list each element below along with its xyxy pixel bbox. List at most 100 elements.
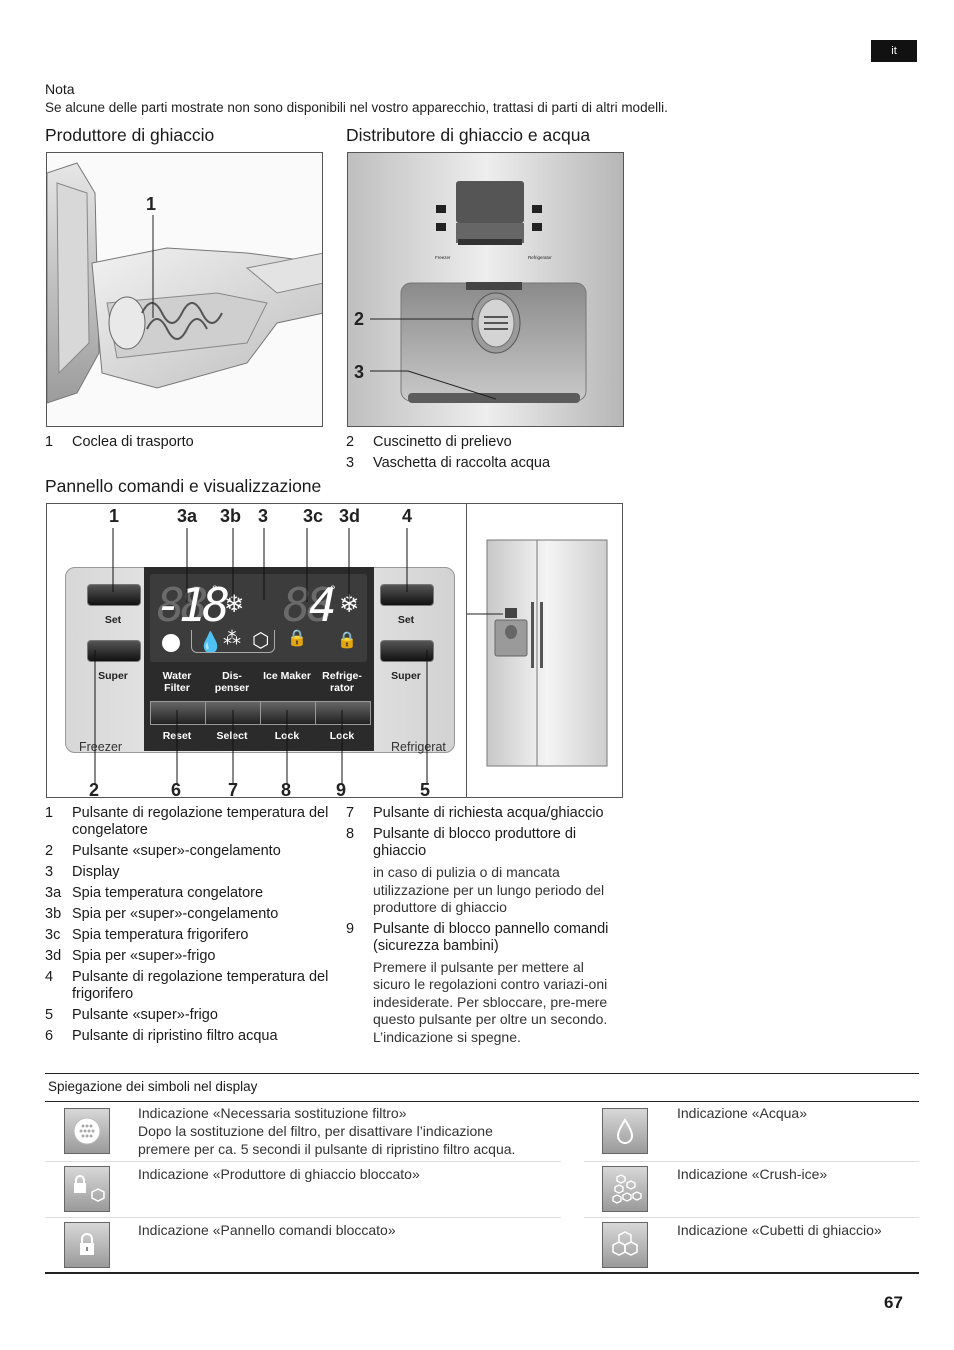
- legend-item: 7 Pulsante di richiesta acqua/ghiaccio: [346, 805, 616, 822]
- caption-number: 1: [45, 434, 54, 450]
- legend-text: Spia per «super»-congelamento: [72, 906, 279, 922]
- select-label: Select: [216, 730, 248, 742]
- fridge-temp-ghost: 88: [283, 578, 334, 632]
- ice-maker-lock-button[interactable]: [260, 701, 316, 725]
- legend-text: Pulsante di richiesta acqua/ghiaccio: [373, 805, 604, 821]
- freezer-super-button[interactable]: [87, 640, 141, 662]
- ice-cubes-description: Indicazione «Cubetti di ghiaccio»: [677, 1222, 882, 1238]
- ice-cubes-icon: ⬡: [252, 630, 270, 652]
- legend-item: 3a Spia temperatura congelatore: [45, 885, 335, 902]
- ice-maker-figure: [46, 152, 323, 427]
- panel-lock-button[interactable]: [315, 701, 371, 725]
- fridge-super-indicator: ❄: [339, 591, 360, 618]
- legend-text: Spia temperatura congelatore: [72, 885, 264, 901]
- legend-number: 8: [346, 826, 355, 842]
- ice-maker-illustration: [47, 153, 322, 426]
- legend-number: 2: [45, 843, 54, 859]
- legend-text: Pulsante di blocco pannello comandi (sic…: [373, 920, 609, 954]
- callout-3: 3: [258, 506, 269, 526]
- legend-number: 6: [45, 1028, 54, 1044]
- dispenser-callout-3: 3: [354, 362, 365, 382]
- reset-button[interactable]: [150, 701, 206, 725]
- fridge-super-label: Super: [391, 670, 421, 682]
- dispenser-panel-refrigerator: Refrigerator: [528, 255, 552, 260]
- freezer-super-label: Super: [98, 670, 128, 682]
- callout-6: 6: [171, 780, 182, 798]
- caption-text: Vaschetta di raccolta acqua: [373, 455, 551, 471]
- legend-number: 3c: [45, 927, 61, 943]
- freezer-temp-display: -18: [155, 578, 230, 632]
- callout-2: 2: [89, 780, 100, 798]
- ice-maker-lock-icon: [64, 1166, 110, 1212]
- note-title: Nota: [45, 81, 75, 97]
- freezer-set-button[interactable]: [87, 584, 141, 606]
- filter-icon: [64, 1108, 110, 1154]
- legend-number: 3: [45, 864, 54, 880]
- caption-number: 2: [346, 434, 355, 450]
- fridge-set-label: Set: [397, 614, 415, 626]
- freezer-temp-ghost: 88: [157, 578, 208, 632]
- legend-number: 5: [45, 1007, 54, 1023]
- row-divider: [45, 1217, 561, 1218]
- ice-maker-lock-description: Indicazione «Produttore di ghiaccio bloc…: [138, 1166, 420, 1182]
- legend-subtext: in caso di pulizia o di mancata utilizza…: [373, 864, 605, 915]
- ice-maker-callout-1: 1: [146, 194, 157, 214]
- legend-number: 3a: [45, 885, 62, 901]
- fridge-temp-display: 4: [309, 578, 337, 632]
- dispenser-panel-freezer: Freezer: [435, 255, 451, 260]
- callout-5: 5: [420, 780, 431, 798]
- legend-number: 3d: [45, 948, 62, 964]
- panel-lock-icon: 🔒: [337, 632, 357, 649]
- symbols-bottom-rule: [45, 1272, 919, 1274]
- crush-ice-description: Indicazione «Crush-ice»: [677, 1166, 828, 1182]
- legend-text: Spia temperatura frigorifero: [72, 927, 249, 943]
- ice-cubes-icon: [602, 1222, 648, 1268]
- fridge-illustration: [467, 539, 608, 767]
- symbols-header-rule: [45, 1101, 919, 1102]
- water-drop-icon: [602, 1108, 648, 1154]
- callout-3d: 3d: [339, 506, 361, 526]
- callout-1: 1: [109, 506, 120, 526]
- row-divider: [584, 1161, 919, 1162]
- callout-4: 4: [402, 506, 413, 526]
- freezer-set-label: Set: [104, 614, 122, 626]
- legend-text: Pulsante «super»-frigo: [72, 1007, 218, 1023]
- legend-number: 1: [45, 805, 54, 821]
- callout-3a: 3a: [177, 506, 198, 526]
- control-panel-figure: 88 -18 ° ❄ 88 4 ° ❄ 💧 ⁂ ⬡ 🔒 🔒 Set Super …: [46, 503, 623, 798]
- legend-item: 6 Pulsante di ripristino filtro acqua: [45, 1028, 335, 1045]
- description-line: Indicazione «Necessaria sostituzione fil…: [138, 1105, 407, 1121]
- callout-3c: 3c: [303, 506, 324, 526]
- legend-number: 9: [346, 920, 355, 937]
- fridge-super-button[interactable]: [380, 640, 434, 662]
- legend-text: Pulsante di ripristino filtro acqua: [72, 1028, 278, 1044]
- freezer-degree: °: [212, 582, 218, 598]
- filter-description: Indicazione «Necessaria sostituzione fil…: [138, 1104, 558, 1158]
- callout-9: 9: [336, 780, 347, 798]
- dispenser-caption-2: 2 Cuscinetto di prelievo: [346, 434, 512, 450]
- ice-maker-label: Ice Maker: [263, 670, 311, 682]
- note-text: Se alcune delle parti mostrate non sono …: [45, 100, 668, 115]
- control-panel-title: Pannello comandi e visualizzazione: [45, 476, 322, 496]
- caption-text: Cuscinetto di prelievo: [373, 434, 512, 450]
- row-divider: [584, 1217, 919, 1218]
- dispenser-group-bracket: [191, 630, 275, 653]
- refrigerator-label: Refrige-rator: [322, 670, 362, 694]
- description-line: Dopo la sostituzione del filtro, per dis…: [138, 1123, 493, 1139]
- freezer-super-indicator: ❄: [224, 591, 245, 618]
- leader-lines: [94, 528, 428, 784]
- freezer-zone-label: Freezer: [79, 740, 123, 754]
- page-number: 67: [884, 1293, 903, 1312]
- dispenser-figure: [347, 152, 624, 427]
- legend-number: 7: [346, 805, 355, 821]
- display-screen: [150, 574, 367, 662]
- language-tag: it: [871, 40, 917, 62]
- filter-indicator-icon: [162, 634, 180, 652]
- water-drop-icon: 💧: [198, 632, 223, 654]
- legend-item: 3c Spia temperatura frigorifero: [45, 927, 335, 944]
